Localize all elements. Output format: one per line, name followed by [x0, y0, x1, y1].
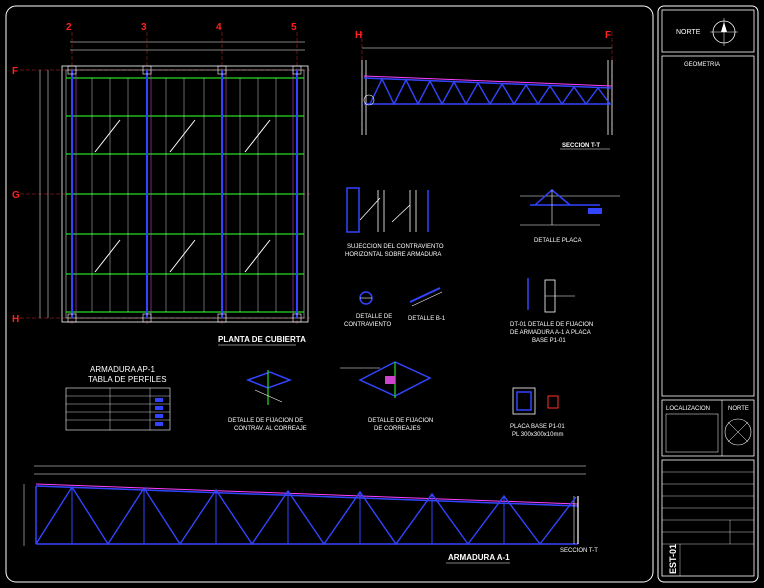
roof-plan: 2 3 4 5 F G H PLANTA DE CUBIERTA: [12, 22, 310, 346]
grid-col-4: 4: [216, 22, 222, 33]
roof-plan-title: PLANTA DE CUBIERTA: [218, 335, 306, 344]
grid-row-h: H: [12, 314, 19, 325]
plate-detail-line1: DT-01 DETALLE DE FIJACION: [510, 322, 593, 328]
section-grid-f: F: [605, 30, 611, 41]
base-plate-line1: PLACA BASE P1-01: [510, 424, 565, 430]
truss-elevation: ARMADURA A-1 SECCION T-T: [23, 465, 598, 564]
angle-detail-label: DETALLE B-1: [408, 316, 446, 322]
plate-detail-line2: DE ARMADURA A-1 A PLACA: [510, 330, 591, 336]
grid-row-f: F: [12, 66, 18, 77]
section-note: SECCION T-T: [560, 548, 598, 554]
grid-row-g: G: [12, 190, 20, 201]
section-grid-h: H: [355, 30, 362, 41]
angle-detail: DETALLE B-1: [408, 287, 446, 322]
north-label: NORTE: [676, 29, 701, 36]
purlin-bracing-detail: DETALLE DE FIJACION DE CONTRAV. AL CORRE…: [228, 370, 307, 432]
bolt-detail-line1: DETALLE DE: [356, 314, 392, 320]
bolt-detail-line2: CONTRAVIENTO: [344, 322, 391, 328]
fix-detail-line1: DETALLE DE FIJACION: [368, 418, 433, 424]
project-label: GEOMETRIA: [684, 62, 720, 68]
profile-table: ARMADURA AP-1 TABLA DE PERFILES: [65, 365, 171, 431]
sheet-number: EST-01: [668, 544, 678, 574]
purlin-detail-line1: DETALLE DE FIJACION DE: [228, 418, 303, 424]
plate-detail-line3: BASE P1-01: [532, 338, 566, 344]
grid-col-3: 3: [141, 22, 147, 33]
drawing-frame: [5, 5, 654, 583]
purlin-fixation-detail: DETALLE DE FIJACION DE CORREAJES: [340, 361, 433, 432]
table-title-1: ARMADURA AP-1: [90, 365, 155, 374]
purlin-detail-line2: CONTRAV. AL CORREAJE: [234, 426, 307, 432]
north-arrow-small-icon: [724, 418, 752, 446]
bracing-detail: SUJECCION DEL CONTRAVIENTO HORIZONTAL SO…: [345, 187, 444, 258]
title-block: NORTE GEOMETRIA LOCALIZACION NORTE EST-0…: [661, 9, 755, 577]
section-tt: H F SECCION T-T: [355, 30, 613, 150]
north2-label: NORTE: [728, 406, 749, 412]
table-title-2: TABLA DE PERFILES: [88, 375, 167, 384]
truss-title: ARMADURA A-1: [448, 553, 510, 562]
bracing-detail-line1: SUJECCION DEL CONTRAVIENTO: [347, 244, 444, 250]
base-plate-detail: PLACA BASE P1-01 PL 300x300x10mm: [510, 387, 565, 438]
section-tt-title: SECCION T-T: [562, 143, 600, 149]
location-label: LOCALIZACION: [666, 406, 710, 412]
base-fixation-detail: DT-01 DETALLE DE FIJACION DE ARMADURA A-…: [510, 278, 593, 344]
bracing-detail-line2: HORIZONTAL SOBRE ARMADURA: [345, 252, 441, 258]
grid-col-2: 2: [66, 22, 72, 33]
base-plate-line2: PL 300x300x10mm: [512, 432, 563, 438]
fix-detail-line2: DE CORREAJES: [374, 426, 421, 432]
svg-text:DETALLE PLACA: DETALLE PLACA: [534, 238, 582, 244]
plate-fixation-detail: DETALLE PLACA: [520, 189, 620, 244]
grid-col-5: 5: [291, 22, 297, 33]
titleblock-frame: [657, 5, 759, 583]
bolt-detail: DETALLE DE CONTRAVIENTO: [344, 291, 392, 328]
